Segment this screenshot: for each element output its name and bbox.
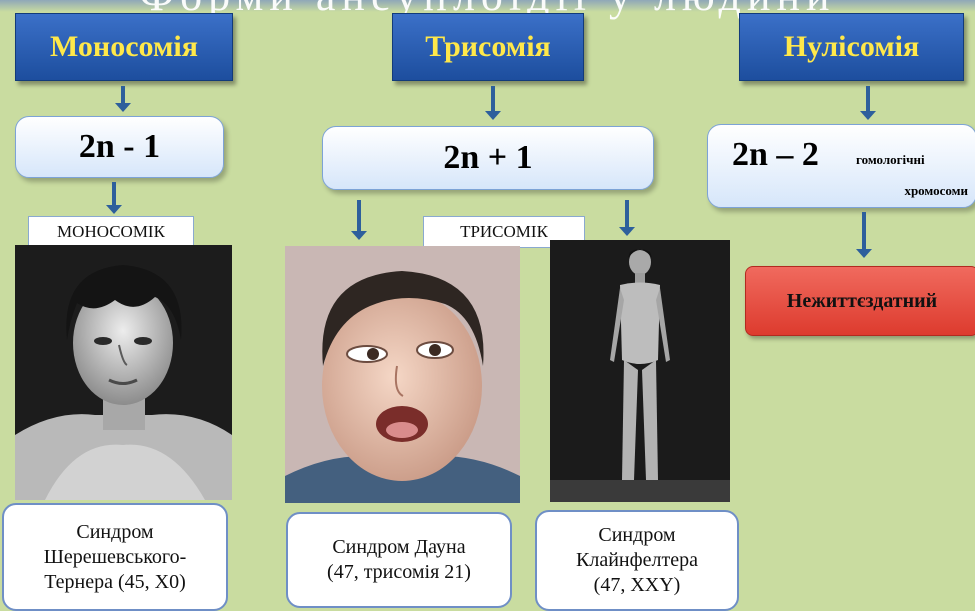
- arrow-down-icon: [357, 200, 361, 232]
- formula-trisomy: 2n + 1: [322, 126, 654, 190]
- result-nonviable: Нежиттєздатний: [745, 266, 975, 336]
- header-nullisomy: Нулісомія: [739, 13, 964, 81]
- caption-down: Синдром Дауна (47, трисомія 21): [286, 512, 512, 608]
- caption-line: Синдром: [44, 520, 187, 545]
- formula-nullisomy-main: 2n – 2: [732, 136, 819, 174]
- arrow-down-icon: [625, 200, 629, 228]
- formula-note-homologous: гомологічні: [856, 152, 925, 168]
- caption-line: Тернера (45, X0): [44, 570, 187, 595]
- caption-line: Синдром: [576, 523, 698, 548]
- header-monosomy: Моносомія: [15, 13, 233, 81]
- caption-line: Клайнфелтера: [576, 548, 698, 573]
- header-trisomy: Трисомія: [392, 13, 584, 81]
- caption-line: (47, XXY): [576, 573, 698, 598]
- caption-line: Синдром Дауна: [327, 535, 471, 560]
- arrow-down-icon: [491, 86, 495, 112]
- label-monosomic: МОНОСОМІК: [28, 216, 194, 248]
- caption-turner: Синдром Шерешевського- Тернера (45, X0): [2, 503, 228, 611]
- arrow-down-icon: [862, 212, 866, 250]
- photo-turner-syndrome: [15, 245, 232, 500]
- formula-monosomy: 2n - 1: [15, 116, 224, 178]
- caption-line: (47, трисомія 21): [327, 560, 471, 585]
- formula-nullisomy: 2n – 2 гомологічні хромосоми: [707, 124, 975, 208]
- arrow-down-icon: [866, 86, 870, 112]
- formula-note-chromosomes: хромосоми: [904, 183, 968, 199]
- arrow-down-icon: [121, 86, 125, 104]
- arrow-down-icon: [112, 182, 116, 206]
- caption-klinefelter: Синдром Клайнфелтера (47, XXY): [535, 510, 739, 611]
- caption-line: Шерешевського-: [44, 545, 187, 570]
- photo-klinefelter-syndrome: [550, 240, 730, 502]
- photo-down-syndrome: [285, 246, 520, 503]
